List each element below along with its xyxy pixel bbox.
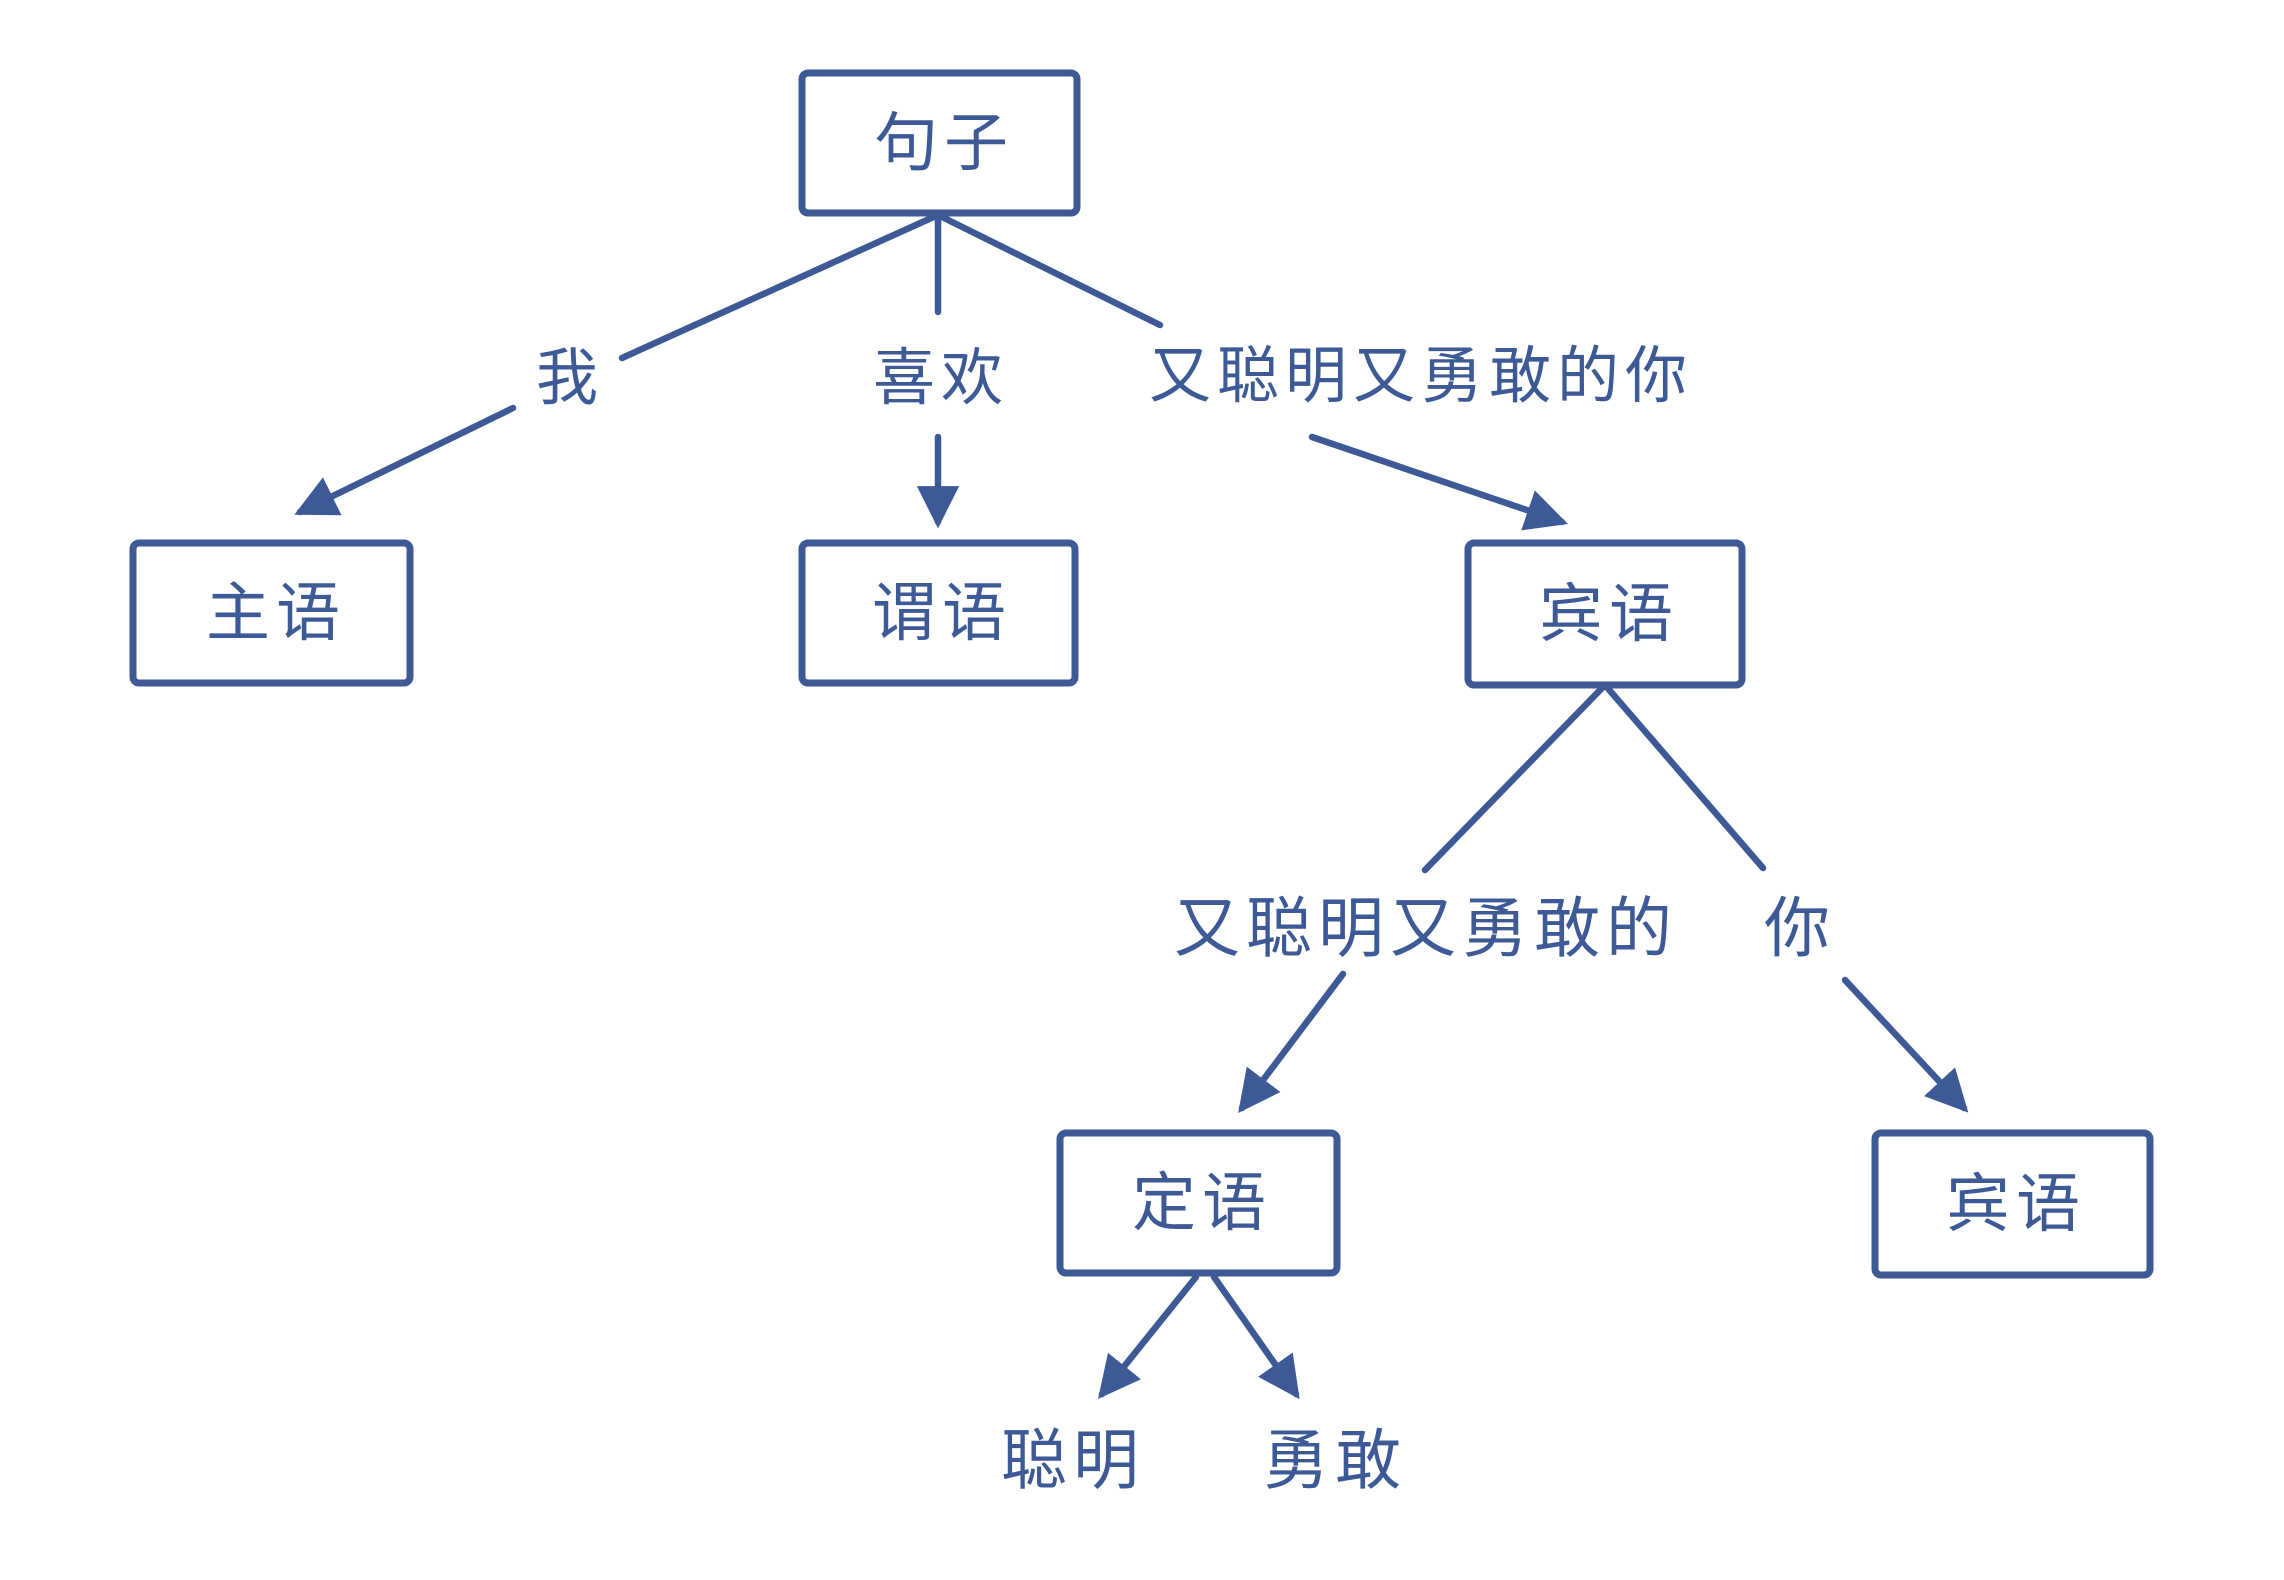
- edge-sentence-to-wo: [618, 211, 942, 362]
- arrow-ni-to-object-inner: [1841, 976, 1969, 1113]
- node-subject-box: [129, 539, 414, 687]
- node-object-inner: 宾语: [1871, 1129, 2154, 1279]
- word-wo: 我: [536, 341, 604, 414]
- arrow-attributive-to-yonggan: [1210, 1273, 1300, 1400]
- node-object-label: 宾语: [1539, 578, 1679, 652]
- node-predicate-box: [798, 539, 1079, 687]
- arrow-phrase-attr-to-attributive: [1238, 970, 1347, 1114]
- node-object-box: [1464, 539, 1746, 689]
- node-subject-label: 主语: [206, 577, 346, 651]
- word-congming: 聪明: [1001, 1422, 1145, 1499]
- word-phrase-attr: 又聪明又勇敢的: [1174, 890, 1678, 967]
- word-ni: 你: [1764, 890, 1836, 967]
- node-predicate: 谓语: [798, 539, 1079, 687]
- node-object: 宾语: [1464, 539, 1746, 689]
- node-predicate-label: 谓语: [872, 577, 1012, 651]
- edge-object-to-phrase-attr: [1421, 681, 1609, 874]
- node-sentence-label: 句子: [874, 107, 1014, 181]
- node-sentence-box: [798, 69, 1081, 217]
- arrow-phrase-to-object: [1308, 433, 1569, 531]
- edge-object-to-ni: [1601, 681, 1767, 872]
- arrow-attributive-to-congming: [1098, 1273, 1200, 1399]
- word-xihuan: 喜欢: [873, 341, 1009, 414]
- node-attributive: 定语: [1056, 1129, 1341, 1277]
- word-phrase-full: 又聪明又勇敢的你: [1149, 339, 1693, 412]
- node-object-inner-box: [1871, 1129, 2154, 1279]
- node-subject: 主语: [129, 539, 414, 687]
- node-sentence: 句子: [798, 69, 1081, 217]
- node-attributive-box: [1056, 1129, 1341, 1277]
- edge-sentence-to-phrase: [934, 211, 1164, 329]
- word-yonggan: 勇敢: [1263, 1422, 1407, 1499]
- node-attributive-label: 定语: [1132, 1167, 1272, 1241]
- arrow-wo-to-subject: [294, 404, 517, 516]
- node-object-inner-label: 宾语: [1946, 1168, 2086, 1242]
